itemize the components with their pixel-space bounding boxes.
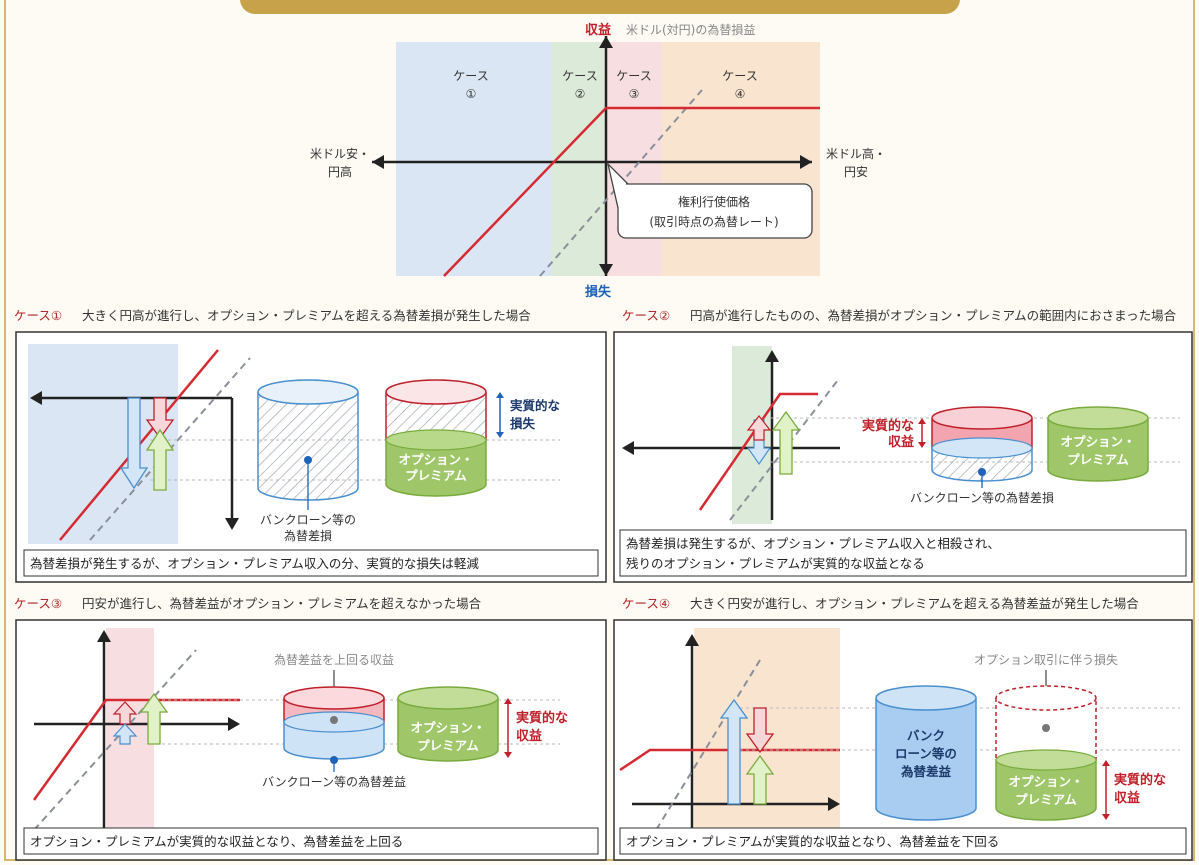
panel1-note: 為替差損が発生するが、オプション・プレミアム収入の分、実質的な損失は軽減 xyxy=(30,556,479,571)
panel4-heading: 大きく円安が進行し、オプション・プレミアムを超える為替差益が発生した場合 xyxy=(690,596,1139,611)
y-top-label: 収益 xyxy=(585,22,611,38)
panel4-effect-label-2: 収益 xyxy=(1114,790,1140,806)
panel3-heading: 円安が進行し、為替差益がオプション・プレミアムを超えなかった場合 xyxy=(82,596,482,611)
panel-case4: ケース④ 大きく円安が進行し、オプション・プレミアムを超える為替差益が発生した場… xyxy=(613,596,1193,861)
panel3-top-label: 為替差益を上回る収益 xyxy=(274,653,394,667)
panel2-note-1: 為替差損は発生するが、オプション・プレミアム収入と相殺され、 xyxy=(626,536,1000,551)
panel4-bank-label-1: バンク xyxy=(907,728,945,743)
x-left-label-2: 円高 xyxy=(328,164,352,179)
panel3-note: オプション・プレミアムが実質的な収益となり、為替差益を上回る xyxy=(30,834,403,849)
panel4-option-label-1: オプション・ xyxy=(1008,774,1083,789)
panel4-note: オプション・プレミアムが実質的な収益となり、為替差益を下回る xyxy=(626,834,999,849)
x-right-label-1: 米ドル高・ xyxy=(826,146,886,161)
panel3-bank-label: バンクローン等の為替差益 xyxy=(262,775,406,789)
panel3-option-label-1: オプション・ xyxy=(410,720,485,735)
panel2-effect-label-2: 収益 xyxy=(888,434,914,450)
panel1-bank-label-2: 為替差損 xyxy=(284,528,332,543)
case1-region xyxy=(396,42,552,276)
case4-num: ④ xyxy=(735,87,746,101)
series-label: 米ドル(対円)の為替損益 xyxy=(626,22,755,37)
panel2-heading: 円高が進行したものの、為替差損がオプション・プレミアムの範囲内におさまった場合 xyxy=(690,308,1177,323)
panel1-effect-label-2: 損失 xyxy=(510,416,536,431)
panel2-option-label-2: プレミアム xyxy=(1067,452,1129,467)
panel2-bank-label: バンクローン等の為替差損 xyxy=(910,490,1054,505)
panel-case1: ケース① 大きく円高が進行し、オプション・プレミアムを超える為替差損が発生した場… xyxy=(14,308,607,583)
panel3-option-label-2: プレミアム xyxy=(417,738,479,753)
strike-callout-line1: 権利行使価格 xyxy=(678,194,750,209)
title-banner xyxy=(240,0,960,14)
panel1-effect-label-1: 実質的な xyxy=(510,398,560,413)
y-bottom-label: 損失 xyxy=(585,284,612,300)
case2-label: ケース xyxy=(562,69,597,83)
panel2-heading-num: ケース② xyxy=(622,308,670,323)
case3-num: ③ xyxy=(629,87,640,101)
panel3-effect-label-1: 実質的な xyxy=(516,710,568,726)
case1-num: ① xyxy=(466,87,477,101)
panel4-effect-label-1: 実質的な xyxy=(1114,772,1166,788)
panel4-bank-label-2: ローン等の xyxy=(895,746,957,761)
panel1-heading-num: ケース① xyxy=(14,308,62,323)
panel2-effect-label-1: 実質的な xyxy=(862,418,914,434)
panel4-top-label: オプション取引に伴う損失 xyxy=(974,652,1118,667)
case2-region xyxy=(552,42,606,276)
payoff-line xyxy=(443,106,820,277)
panel3-effect-label-2: 収益 xyxy=(516,728,542,744)
panel2-note-2: 残りのオプション・プレミアムが実質的な収益となる xyxy=(626,556,925,571)
strike-callout xyxy=(606,161,813,239)
panel1-heading: 大きく円高が進行し、オプション・プレミアムを超える為替差損が発生した場合 xyxy=(82,308,531,323)
panel2-option-label-1: オプション・ xyxy=(1060,434,1135,449)
panel-case3: ケース③ 円安が進行し、為替差益がオプション・プレミアムを超えなかった場合 為替… xyxy=(14,596,607,861)
case1-label: ケース xyxy=(453,69,488,83)
panel-case2: ケース② 円高が進行したものの、為替差損がオプション・プレミアムの範囲内におさま… xyxy=(613,308,1193,583)
panel4-bank-label-3: 為替差益 xyxy=(900,764,952,779)
panel3-heading-num: ケース③ xyxy=(14,596,62,611)
panel4-heading-num: ケース④ xyxy=(622,596,670,611)
panel4-option-label-2: プレミアム xyxy=(1015,792,1077,807)
case4-label: ケース xyxy=(722,69,757,83)
x-right-label-2: 円安 xyxy=(844,164,868,179)
case2-num: ② xyxy=(575,87,586,101)
case3-label: ケース xyxy=(616,69,651,83)
main-chart: ケース ① ケース ② ケース ③ ケース ④ 収益 米ドル(対円)の為替損益 … xyxy=(310,22,886,300)
panel1-option-label-2: プレミアム xyxy=(405,468,467,483)
strike-callout-line2: (取引時点の為替レート) xyxy=(649,215,778,229)
panel1-bank-label-1: バンクローン等の xyxy=(260,513,356,527)
x-left-label-1: 米ドル安・ xyxy=(310,146,370,161)
panel1-option-label-1: オプション・ xyxy=(398,452,473,467)
